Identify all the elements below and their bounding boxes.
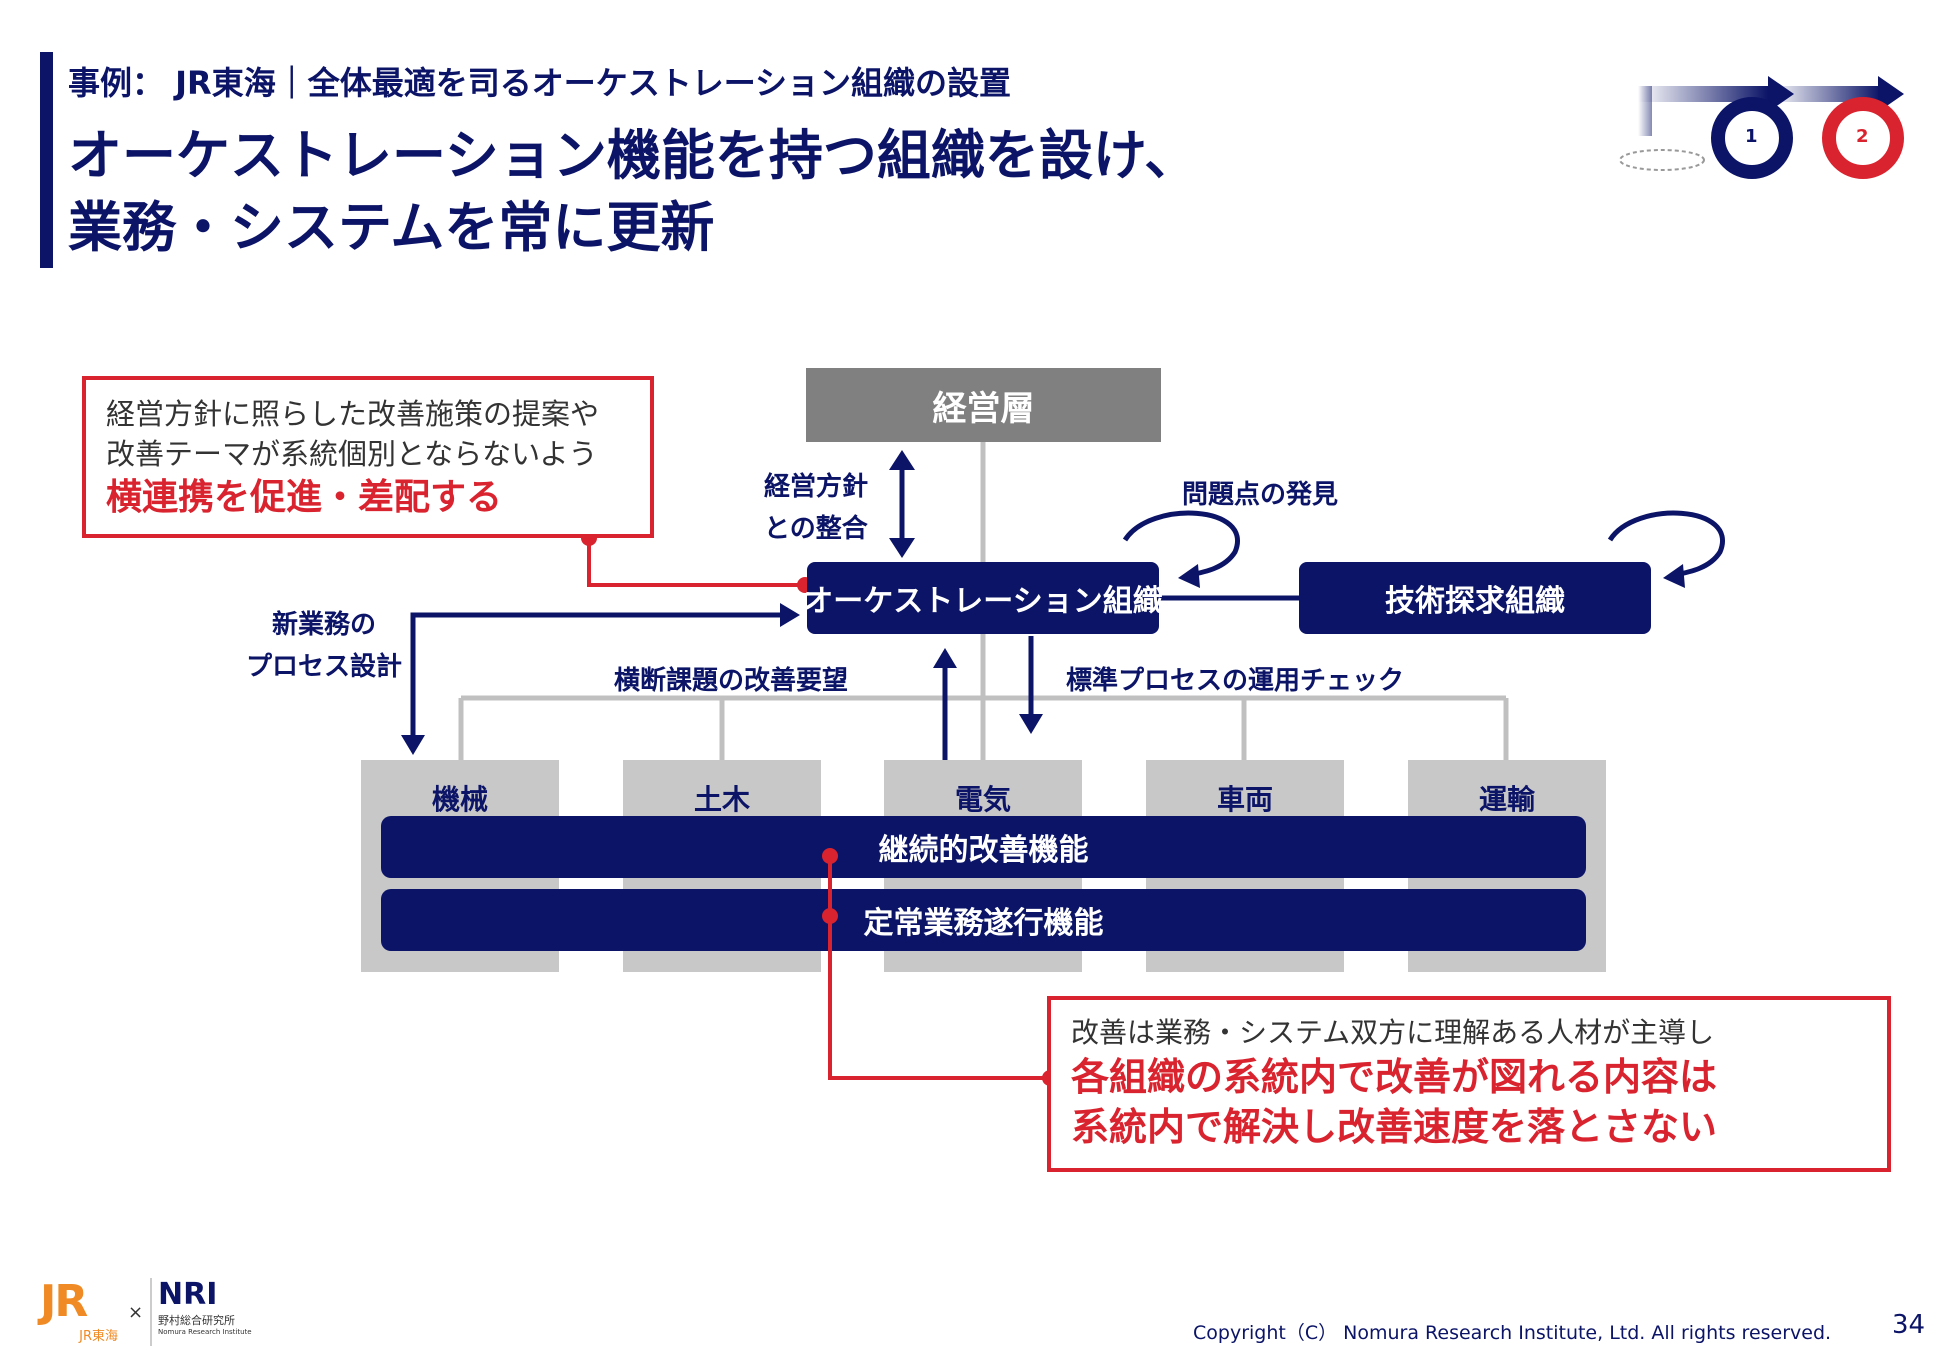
page-title-line1: オーケストレーション機能を持つ組織を設け、 [68,124,1199,187]
step-2-label: 2 [1856,126,1869,147]
page-number: 34 [1892,1310,1926,1340]
left-callout-line2: 改善テーマが系統個別とならないよう [106,437,598,471]
step-indicator-icon [1619,76,1904,179]
page-title: オーケストレーション機能を持つ組織を設け、 業務・システムを常に更新 [68,120,1198,264]
page-subtitle: 事例： JR東海｜全体最適を司るオーケストレーション組織の設置 [68,64,1012,102]
problem-discovery-curve-2 [1607,510,1725,578]
routine-operation-band: 定常業務遂行機能 [381,889,1586,951]
continuous-improvement-band: 継続的改善機能 [381,816,1586,878]
new-process-design-label: 新業務の プロセス設計 [246,610,403,682]
tech-exploration-org-box: 技術探求組織 [1299,562,1651,634]
new-process-arrow [410,612,796,745]
right-callout: 改善は業務・システム双方に理解ある人材が主導し 各組織の系統内で改善が図れる内容… [1047,996,1891,1172]
step-1-label: 1 [1745,126,1758,147]
left-callout: 経営方針に照らした改善施策の提案や 改善テーマが系統個別とならないよう 横連携を… [82,376,654,538]
right-callout-line1: 改善は業務・システム双方に理解ある人材が主導し [1071,1016,1715,1049]
title-accent-bar [40,52,53,268]
jr-central-logo: JR JR東海 [40,1276,118,1345]
orchestration-org-box: オーケストレーション組織 [803,562,1163,634]
nri-logo: NRI 野村総合研究所 Nomura Research Institute [150,1278,252,1346]
problem-discovery-label: 問題点の発見 [1182,480,1339,510]
left-callout-emphasis: 横連携を促進・差配する [106,477,503,518]
policy-alignment-label: 経営方針 との整合 [764,472,869,544]
left-callout-connector [587,538,800,587]
left-callout-line1: 経営方針に照らした改善施策の提案や [106,397,600,431]
right-callout-emphasis-line2: 系統内で解決し改善速度を落とさない [1071,1105,1718,1149]
logo-separator: × [128,1302,144,1323]
cross-issue-label: 横断課題の改善要望 [614,666,849,696]
page-title-line2: 業務・システムを常に更新 [68,196,715,259]
problem-discovery-curve-1 [1122,510,1240,578]
copyright-text: Copyright（C） Nomura Research Institute, … [1193,1322,1832,1344]
right-callout-emphasis-line1: 各組織の系統内で改善が図れる内容は [1071,1055,1718,1099]
standard-check-label: 標準プロセスの運用チェック [1066,666,1405,696]
management-box: 経営層 [806,368,1161,442]
